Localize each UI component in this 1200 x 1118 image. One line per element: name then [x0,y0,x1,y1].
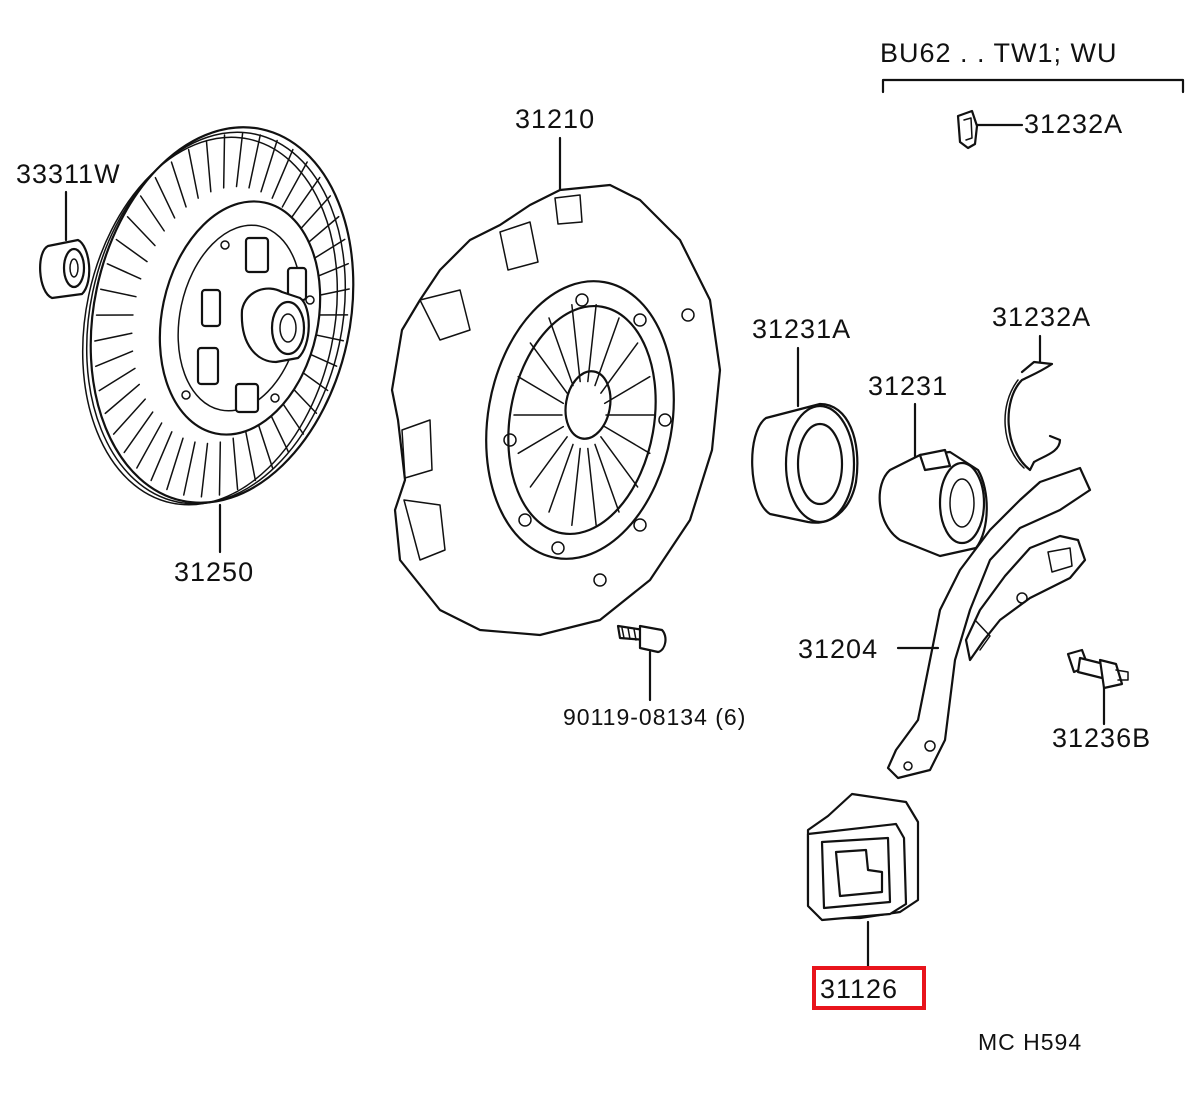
part-boot-31126[interactable]: 31126 [806,792,926,1010]
label-33311W: 33311W [16,159,121,189]
part-clip-31232A-top[interactable]: 31232A [956,109,1123,150]
part-clutch-cover-31210[interactable]: 31210 [390,104,722,637]
label-31231A: 31231A [752,314,851,344]
applicability-bracket: BU62 . . TW1; WU [880,38,1185,94]
figure-code: MC H594 [978,1029,1082,1055]
label-31204: 31204 [798,634,878,664]
applicability-text: BU62 . . TW1; WU [880,38,1118,68]
label-31210: 31210 [515,104,595,134]
label-31232A-top: 31232A [1024,109,1123,139]
part-clutch-disc-31250[interactable]: 31250 [50,103,387,587]
part-bolt-90119-08134[interactable]: 90119-08134 (6) [563,624,746,730]
part-clip-31232A-side[interactable]: 31232A [992,302,1091,472]
part-stud-31236B[interactable]: 31236B [1052,648,1151,753]
label-31250: 31250 [174,557,254,587]
label-31231: 31231 [868,371,948,401]
part-pilot-bearing-33311W[interactable]: 33311W [16,159,121,300]
highlight-box-31126 [812,966,926,1010]
part-release-fork-31204[interactable]: 31204 [798,466,1092,780]
label-31126: 31126 [820,974,898,1004]
part-release-bearing-31231A[interactable]: 31231A [751,314,859,524]
part-release-hub-31231[interactable]: 31231 [868,371,988,558]
label-90119-08134: 90119-08134 (6) [563,704,746,730]
label-31232A-side: 31232A [992,302,1091,332]
label-31236B: 31236B [1052,723,1151,753]
